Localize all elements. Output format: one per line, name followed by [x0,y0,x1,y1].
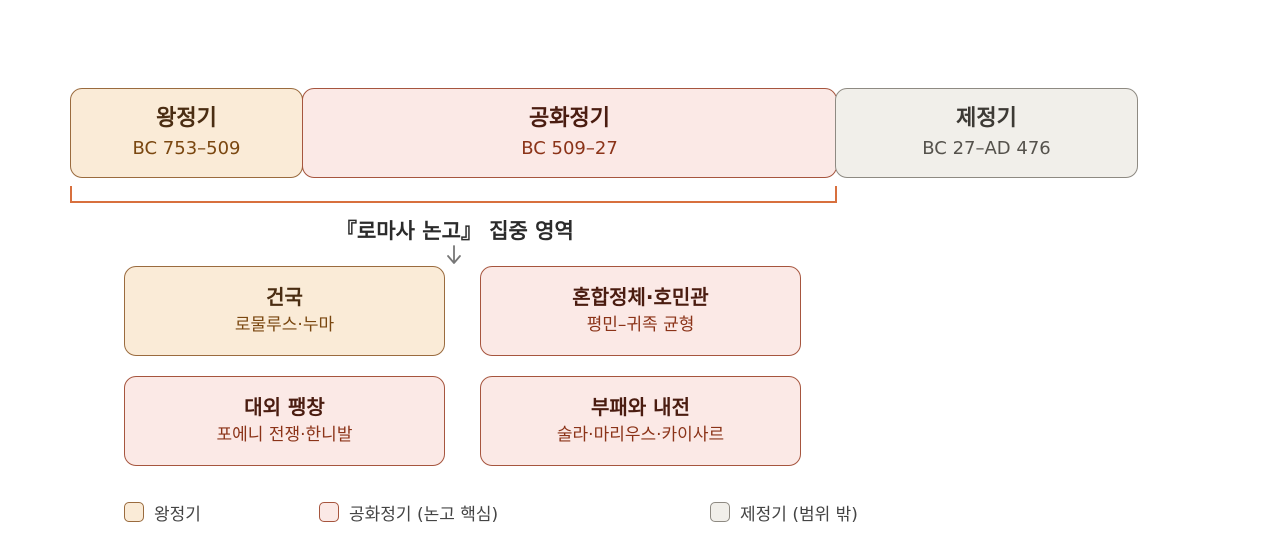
down-arrow-icon [447,245,461,264]
topic-card-founding: 건국 로물루스·누마 [124,266,445,356]
legend-item-monarchy: 왕정기 [124,500,201,525]
focus-range-label: 『로마사 논고』 집중 영역 [336,219,574,243]
era-title-empire: 제정기 [956,106,1017,132]
era-period-monarchy: BC 753–509 [132,137,241,159]
legend-swatch-republic [319,502,339,522]
era-title-republic: 공화정기 [529,106,610,132]
topic-card-title: 대외 팽창 [244,395,325,420]
topic-card-title: 혼합정체·호민관 [572,285,709,310]
era-title-monarchy: 왕정기 [156,106,217,132]
era-block-empire: 제정기 BC 27–AD 476 [835,88,1138,178]
legend-swatch-monarchy [124,502,144,522]
legend-label-republic: 공화정기 (논고 핵심) [349,504,499,525]
topic-card-expansion: 대외 팽창 포에니 전쟁·한니발 [124,376,445,466]
era-block-monarchy: 왕정기 BC 753–509 [70,88,303,178]
focus-range-bracket [70,186,837,203]
topic-card-corruption-civil-war: 부패와 내전 술라·마리우스·카이사르 [480,376,801,466]
legend-item-empire: 제정기 (범위 밖) [710,500,858,525]
topic-card-title: 부패와 내전 [591,395,690,420]
era-period-republic: BC 509–27 [521,137,618,159]
topic-card-subtitle: 포에니 전쟁·한니발 [216,425,353,446]
era-block-republic: 공화정기 BC 509–27 [302,88,837,178]
topic-card-subtitle: 평민–귀족 균형 [586,315,695,336]
topic-card-title: 건국 [266,285,303,310]
era-period-empire: BC 27–AD 476 [922,137,1051,159]
legend-label-monarchy: 왕정기 [154,504,201,525]
topic-card-mixed-constitution: 혼합정체·호민관 평민–귀족 균형 [480,266,801,356]
legend-label-empire: 제정기 (범위 밖) [740,504,858,525]
topic-card-subtitle: 술라·마리우스·카이사르 [556,425,725,446]
legend-swatch-empire [710,502,730,522]
legend-item-republic: 공화정기 (논고 핵심) [319,500,499,525]
topic-card-subtitle: 로물루스·누마 [234,315,335,336]
